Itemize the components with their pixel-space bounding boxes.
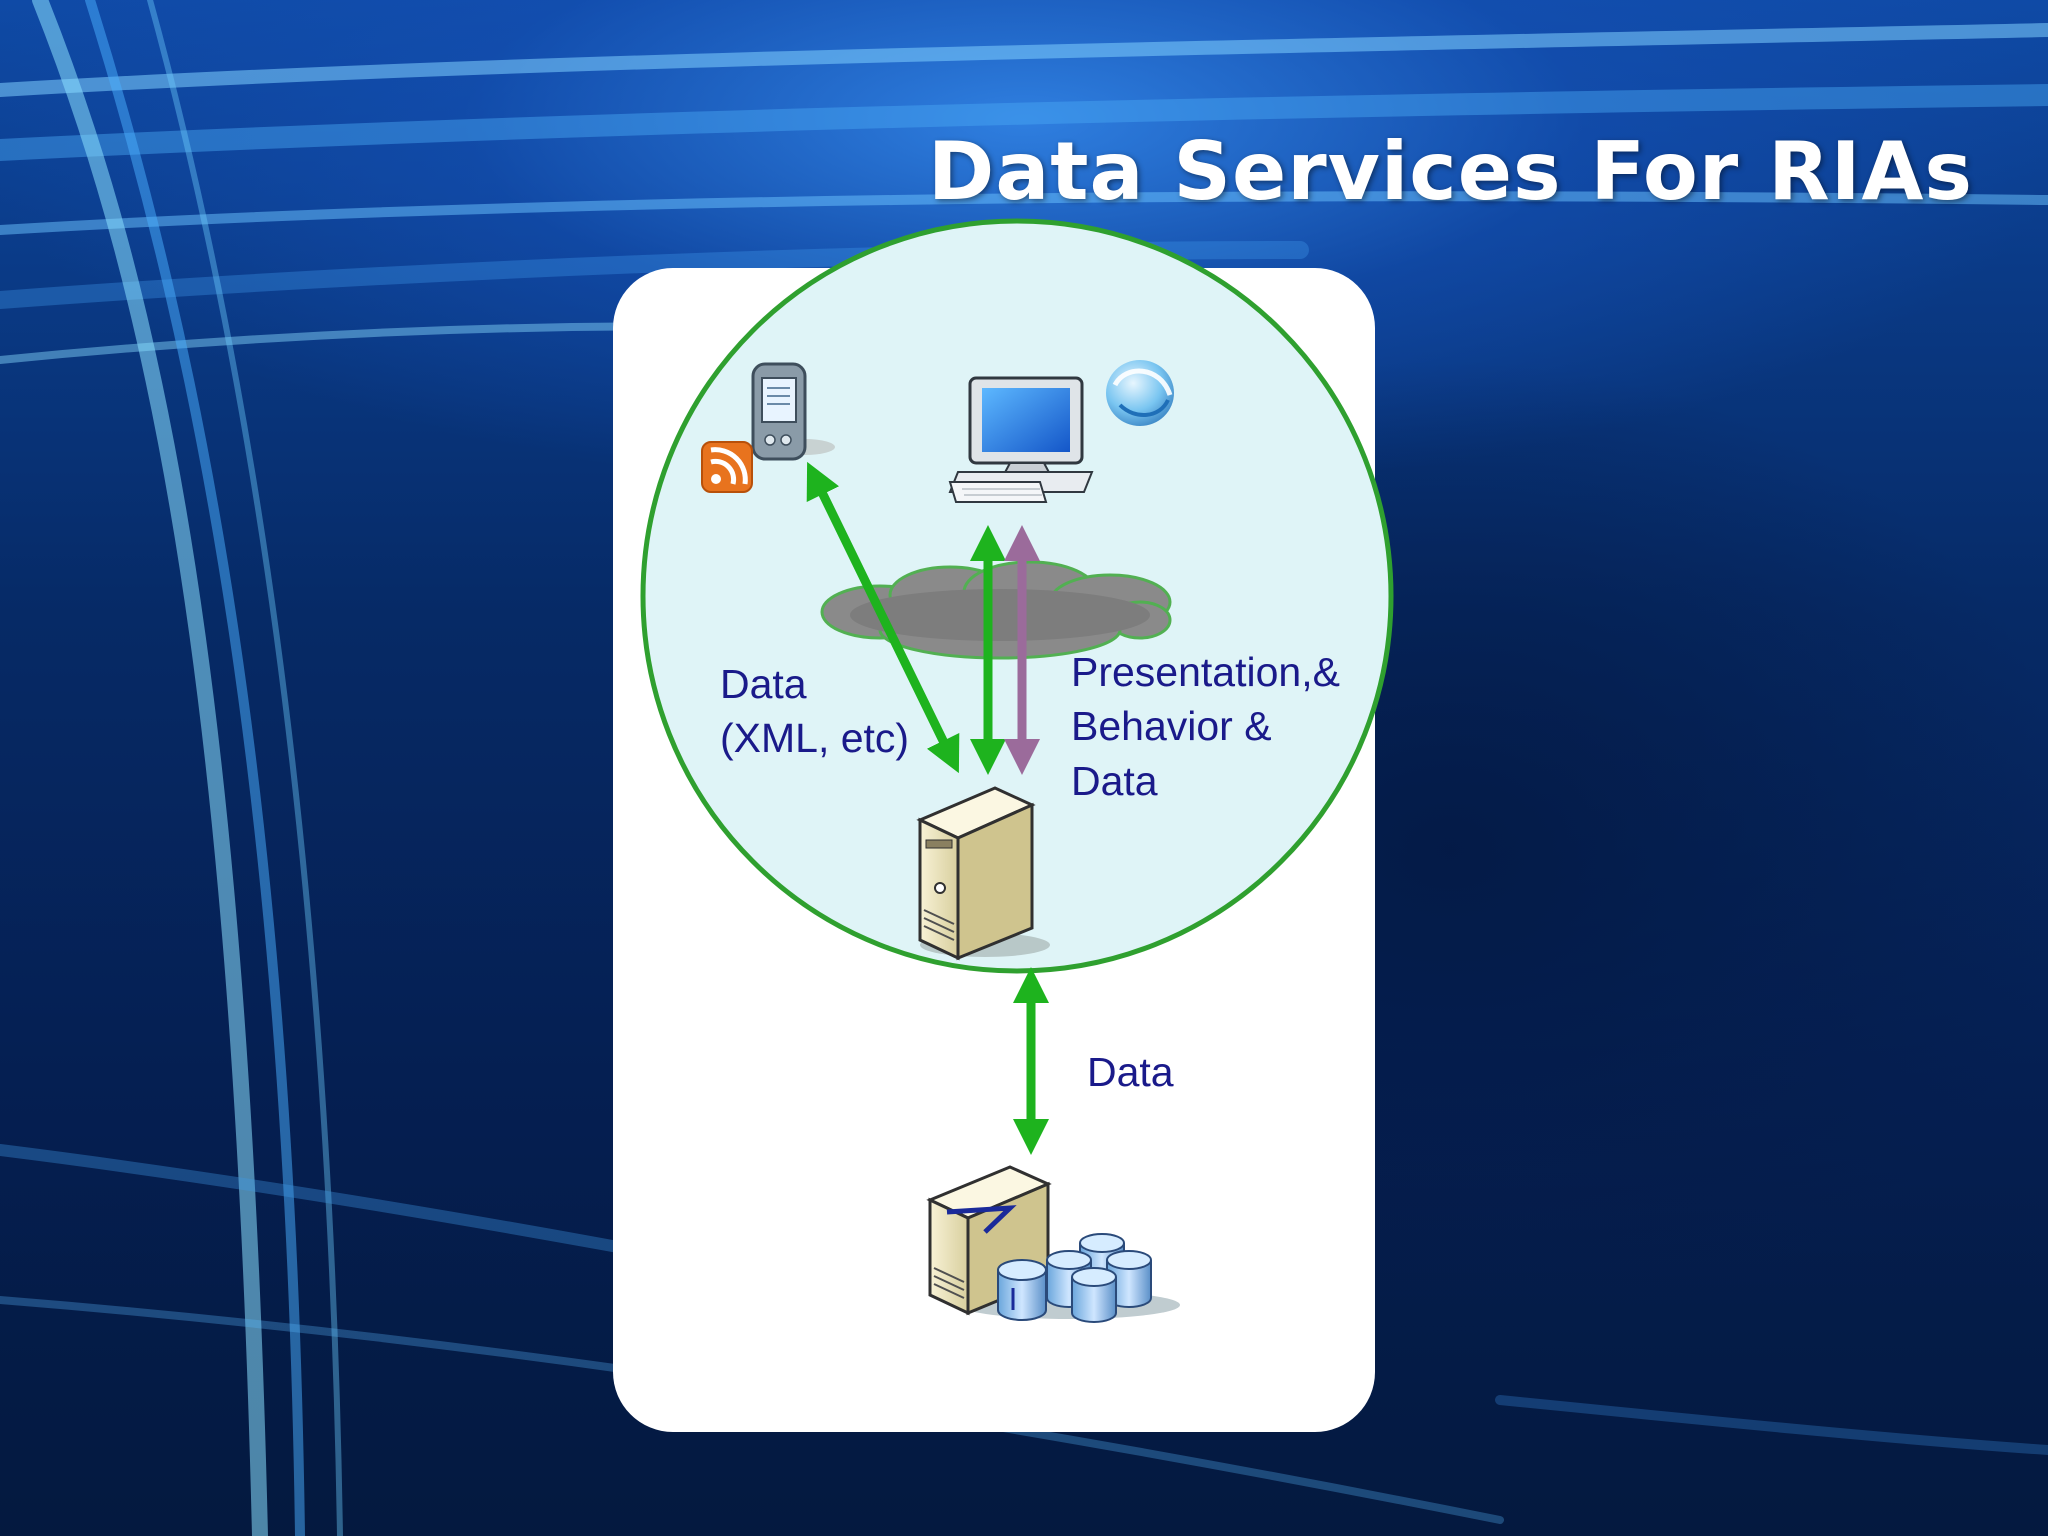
- rss-feed-icon: [701, 441, 753, 493]
- presentation-label-line1: Presentation,&: [1071, 649, 1340, 695]
- client-data-label-line1: Data: [720, 661, 807, 707]
- desktop-computer-icon: [948, 376, 1094, 503]
- presentation-label-line2: Behavior &: [1071, 703, 1272, 749]
- slide-title: Data Services For RIAs: [927, 125, 1973, 218]
- client-data-arrow: [806, 461, 960, 774]
- pda-device-icon: [751, 362, 835, 461]
- server-icon: [916, 786, 1050, 961]
- silverlight-logo-icon: [1106, 360, 1174, 426]
- client-data-label-line2: (XML, etc): [720, 715, 909, 761]
- backend-data-label: Data: [1087, 1049, 1174, 1095]
- presentation-label-line3: Data: [1071, 758, 1158, 804]
- database-server-icon: [926, 1165, 1180, 1323]
